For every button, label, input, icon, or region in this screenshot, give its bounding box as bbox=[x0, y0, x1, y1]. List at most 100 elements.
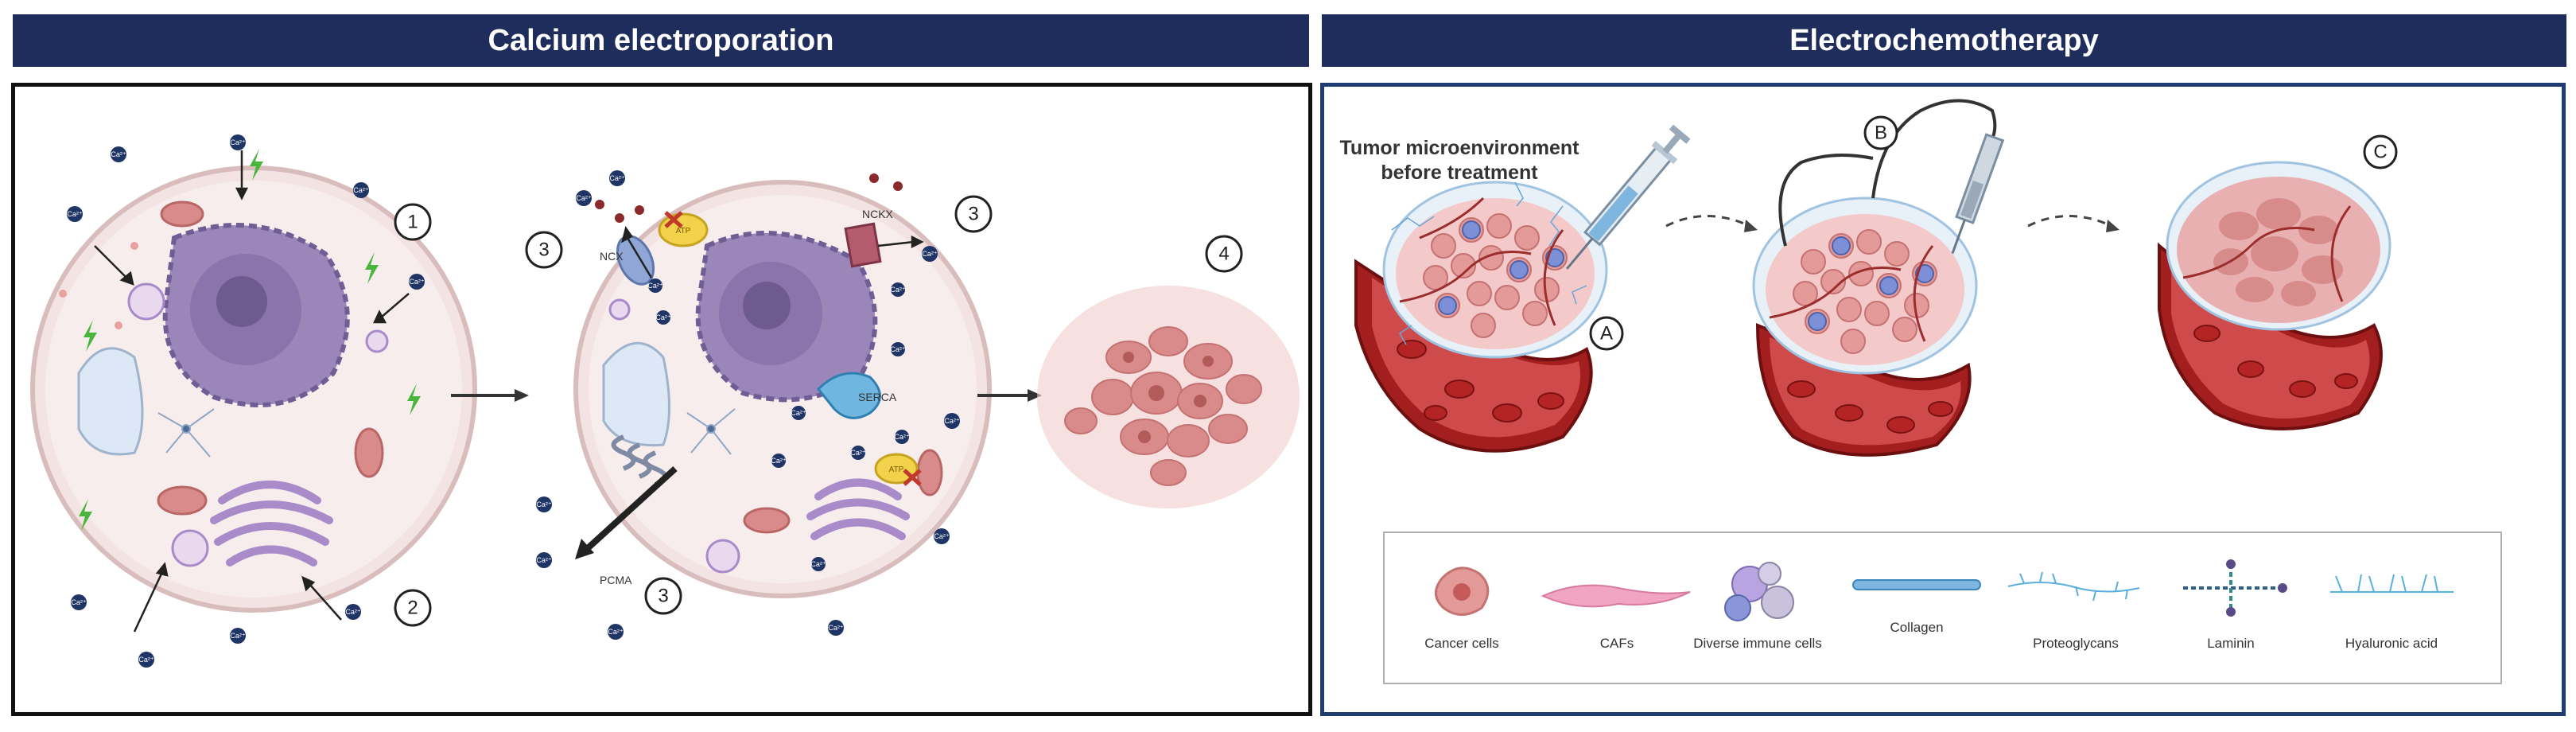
svg-text:Ca²⁺: Ca²⁺ bbox=[608, 628, 624, 636]
legend-collagen: Collagen bbox=[1852, 579, 1981, 635]
caption-line-1: Tumor microenvironment bbox=[1340, 137, 1580, 159]
atp-mitochondrion-bottom: ATP bbox=[874, 453, 922, 486]
nucleus bbox=[162, 223, 350, 407]
efflux-arrows bbox=[621, 226, 924, 278]
tumor-during-electroporation bbox=[1752, 197, 1978, 457]
svg-text:Ca²⁺: Ca²⁺ bbox=[934, 532, 950, 540]
calcium-ions-outside: Ca²⁺ Ca²⁺ Ca²⁺ Ca²⁺ Ca²⁺ Ca²⁺ Ca²⁺ Ca²⁺ … bbox=[536, 170, 960, 640]
svg-text:Ca²⁺: Ca²⁺ bbox=[647, 282, 663, 290]
golgi-apparatus bbox=[806, 478, 910, 540]
svg-text:Cancer cells: Cancer cells bbox=[1424, 636, 1499, 651]
step-marker-a: A bbox=[1589, 316, 1624, 351]
vesicles bbox=[127, 282, 389, 567]
step-marker-c: C bbox=[2363, 134, 2398, 169]
legend-laminin: Laminin bbox=[2183, 559, 2287, 651]
svg-text:Ca²⁺: Ca²⁺ bbox=[944, 417, 960, 425]
step-marker-3-pcma: 3 bbox=[644, 577, 682, 615]
electroporated-cell: ATP ATP Ca²⁺ Ca²⁺ Ca²⁺ Ca²⁺ Ca²⁺ Ca²⁺ Ca… bbox=[573, 180, 992, 598]
svg-text:Ca²⁺: Ca²⁺ bbox=[894, 433, 910, 441]
svg-text:Ca²⁺: Ca²⁺ bbox=[345, 608, 361, 616]
svg-text:Ca²⁺: Ca²⁺ bbox=[609, 174, 625, 182]
svg-text:Ca²⁺: Ca²⁺ bbox=[111, 150, 126, 158]
svg-text:Ca²⁺: Ca²⁺ bbox=[890, 345, 906, 353]
calcium-electroporation-panel: Ca²⁺ Ca²⁺ Ca²⁺ Ca²⁺ Ca²⁺ Ca²⁺ Ca²⁺ Ca²⁺ … bbox=[11, 83, 1312, 716]
svg-text:C: C bbox=[2373, 142, 2387, 163]
legend: Cancer cells CAFs Diverse immune cells C… bbox=[1383, 531, 2502, 684]
svg-text:Diverse immune cells: Diverse immune cells bbox=[1693, 636, 1822, 651]
necrotic-cell-debris bbox=[1037, 286, 1300, 508]
svg-text:Laminin: Laminin bbox=[2207, 636, 2255, 651]
serca-label: SERCA bbox=[858, 391, 897, 403]
legend-immune-cells: Diverse immune cells bbox=[1693, 562, 1822, 651]
nucleus bbox=[695, 231, 878, 403]
nckx-label: NCKX bbox=[862, 208, 894, 220]
sodium-ions bbox=[595, 173, 903, 223]
header-title: Electrochemotherapy bbox=[1789, 23, 2099, 57]
legend-cancer-cells: Cancer cells bbox=[1424, 567, 1499, 651]
mitochondria bbox=[157, 201, 384, 516]
vacuole bbox=[602, 341, 670, 447]
step-marker-1: 1 bbox=[394, 203, 432, 241]
tumor-before-treatment bbox=[1354, 181, 1608, 453]
step-marker-b: B bbox=[1863, 115, 1898, 150]
svg-text:ATP: ATP bbox=[889, 465, 904, 474]
svg-text:Ca²⁺: Ca²⁺ bbox=[791, 409, 806, 417]
svg-text:3: 3 bbox=[968, 204, 978, 225]
process-arrow bbox=[977, 389, 1042, 402]
svg-text:Proteoglycans: Proteoglycans bbox=[2033, 636, 2119, 651]
transition-arrow bbox=[2027, 215, 2119, 232]
electrochemotherapy-panel: Tumor microenvironment before treatment bbox=[1320, 83, 2566, 716]
electric-pulse-icons bbox=[79, 149, 421, 531]
vacuole bbox=[77, 347, 144, 456]
atp-mitochondrion-top: ATP bbox=[658, 211, 709, 247]
centrosome bbox=[686, 408, 736, 455]
serca-pump bbox=[816, 372, 881, 419]
step-marker-3-ncx: 3 bbox=[525, 231, 563, 269]
svg-text:Ca²⁺: Ca²⁺ bbox=[536, 556, 552, 564]
calcium-electroporation-diagram: Ca²⁺ Ca²⁺ Ca²⁺ Ca²⁺ Ca²⁺ Ca²⁺ Ca²⁺ Ca²⁺ … bbox=[30, 134, 1300, 668]
pcma-label: PCMA bbox=[600, 574, 632, 586]
svg-text:Ca²⁺: Ca²⁺ bbox=[828, 624, 844, 632]
calcium-ions-outside: Ca²⁺ Ca²⁺ Ca²⁺ Ca²⁺ Ca²⁺ Ca²⁺ Ca²⁺ Ca²⁺ … bbox=[67, 134, 425, 668]
electrode-probe bbox=[1778, 99, 2005, 255]
svg-text:Ca²⁺: Ca²⁺ bbox=[230, 632, 246, 640]
tumor-after-treatment bbox=[2158, 161, 2391, 430]
vesicles bbox=[608, 298, 740, 574]
intact-cell bbox=[30, 165, 477, 613]
step-marker-2: 2 bbox=[394, 589, 432, 627]
svg-text:Ca²⁺: Ca²⁺ bbox=[771, 457, 787, 465]
legend-cafs: CAFs bbox=[1541, 584, 1691, 651]
pcma-efflux-arrow bbox=[575, 466, 678, 559]
svg-text:Ca²⁺: Ca²⁺ bbox=[353, 186, 369, 194]
svg-text:Ca²⁺: Ca²⁺ bbox=[922, 250, 938, 258]
svg-text:Collagen: Collagen bbox=[1890, 620, 1943, 635]
svg-text:A: A bbox=[1600, 323, 1613, 345]
svg-text:Ca²⁺: Ca²⁺ bbox=[536, 500, 552, 508]
header-title: Calcium electroporation bbox=[488, 23, 834, 57]
svg-text:4: 4 bbox=[1218, 243, 1229, 265]
svg-text:Ca²⁺: Ca²⁺ bbox=[138, 656, 154, 664]
legend-proteoglycans: Proteoglycans bbox=[2007, 571, 2140, 651]
svg-text:3: 3 bbox=[658, 586, 668, 607]
membrane-pores bbox=[59, 242, 138, 329]
svg-text:3: 3 bbox=[538, 239, 549, 261]
step-marker-4: 4 bbox=[1205, 235, 1243, 273]
calcium-ions-inside: Ca²⁺ Ca²⁺ Ca²⁺ Ca²⁺ Ca²⁺ Ca²⁺ Ca²⁺ Ca²⁺ … bbox=[647, 278, 910, 571]
electrochemotherapy-header: Electrochemotherapy bbox=[1322, 14, 2566, 67]
svg-text:1: 1 bbox=[407, 212, 418, 233]
svg-text:2: 2 bbox=[407, 598, 418, 619]
caption-line-2: before treatment bbox=[1381, 162, 1538, 184]
nckx-exchanger bbox=[844, 222, 882, 268]
step-marker-3-nckx: 3 bbox=[954, 195, 993, 233]
svg-text:B: B bbox=[1875, 123, 1887, 144]
golgi-apparatus bbox=[210, 481, 333, 567]
svg-text:Ca²⁺: Ca²⁺ bbox=[576, 194, 592, 202]
calcium-electroporation-header: Calcium electroporation bbox=[13, 14, 1309, 67]
ncx-label: NCX bbox=[600, 250, 624, 263]
svg-text:Ca²⁺: Ca²⁺ bbox=[890, 286, 906, 294]
svg-text:Hyaluronic acid: Hyaluronic acid bbox=[2345, 636, 2438, 651]
svg-text:CAFs: CAFs bbox=[1600, 636, 1634, 651]
electrochemotherapy-diagram: Tumor microenvironment before treatment bbox=[1340, 99, 2502, 684]
centrosome bbox=[157, 408, 215, 458]
svg-text:Ca²⁺: Ca²⁺ bbox=[655, 313, 671, 321]
